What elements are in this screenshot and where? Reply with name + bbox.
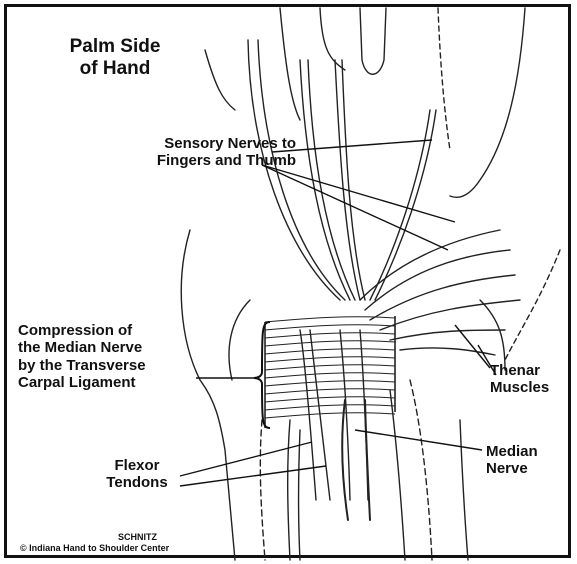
sensory-label-line-2: Fingers and Thumb xyxy=(96,152,296,169)
sensory-leader xyxy=(272,140,432,152)
thenar-leader xyxy=(455,325,490,368)
thenar-fiber xyxy=(370,275,515,320)
thenar-label-line-2: Muscles xyxy=(490,379,549,396)
flexor-tendons-label: Flexor Tendons xyxy=(92,457,182,492)
compression-label: Compression of the Median Nerve by the T… xyxy=(18,322,268,391)
wrist-line xyxy=(460,420,468,560)
thenar-fiber xyxy=(390,330,505,340)
finger-outline xyxy=(438,8,450,150)
title-line-2: of Hand xyxy=(60,58,170,80)
sensory-leader xyxy=(262,165,448,250)
wrist-line xyxy=(260,420,265,560)
sensory-nerve xyxy=(370,110,430,300)
thenar-outline xyxy=(505,250,560,360)
flexor-tendon xyxy=(340,330,350,500)
flexor-label-line-1: Flexor xyxy=(92,457,182,474)
sensory-label-line-1: Sensory Nerves to xyxy=(96,135,296,152)
copyright-credit: © Indiana Hand to Shoulder Center xyxy=(20,543,169,553)
wrist-line xyxy=(299,430,301,560)
leader-lines xyxy=(180,140,496,486)
compression-label-line-3: by the Transverse xyxy=(18,357,268,374)
thenar-fiber xyxy=(360,230,500,300)
transverse-carpal-ligament xyxy=(265,316,395,428)
compression-label-line-1: Compression of xyxy=(18,322,268,339)
wrist-line xyxy=(410,380,432,560)
diagram-title: Palm Side of Hand xyxy=(60,36,170,80)
title-line-1: Palm Side xyxy=(60,36,170,58)
finger-outline xyxy=(450,8,525,197)
median-nerve-label: Median Nerve xyxy=(486,443,538,478)
median-nerve xyxy=(365,400,370,520)
thenar-fiber xyxy=(380,300,520,330)
sensory-nerve xyxy=(342,60,365,300)
thenar-fiber xyxy=(365,250,510,310)
compression-label-line-4: Carpal Ligament xyxy=(18,374,268,391)
flexor-label-line-2: Tendons xyxy=(92,474,182,491)
sensory-nerve xyxy=(248,40,340,300)
wrist-line xyxy=(288,420,290,560)
flexor-leader xyxy=(180,466,326,486)
wrist-line xyxy=(390,390,405,560)
sensory-nerves-label: Sensory Nerves to Fingers and Thumb xyxy=(96,135,296,170)
finger-outline xyxy=(280,8,300,120)
sensory-nerve xyxy=(335,60,360,300)
finger-outline xyxy=(360,8,386,74)
thenar-label-line-1: Thenar xyxy=(490,362,549,379)
artist-credit: SCHNITZ xyxy=(118,532,157,542)
median-label-line-1: Median xyxy=(486,443,538,460)
finger-outline xyxy=(205,50,235,110)
median-label-line-2: Nerve xyxy=(486,460,538,477)
flexor-tendon xyxy=(360,330,368,500)
flexor-tendon xyxy=(310,330,330,500)
thenar-muscles-label: Thenar Muscles xyxy=(490,362,549,397)
palm-outline xyxy=(181,230,235,560)
median-leader xyxy=(355,430,482,450)
sensory-nerve xyxy=(375,110,436,300)
compression-label-line-2: the Median Nerve xyxy=(18,339,268,356)
finger-outline xyxy=(320,8,345,70)
